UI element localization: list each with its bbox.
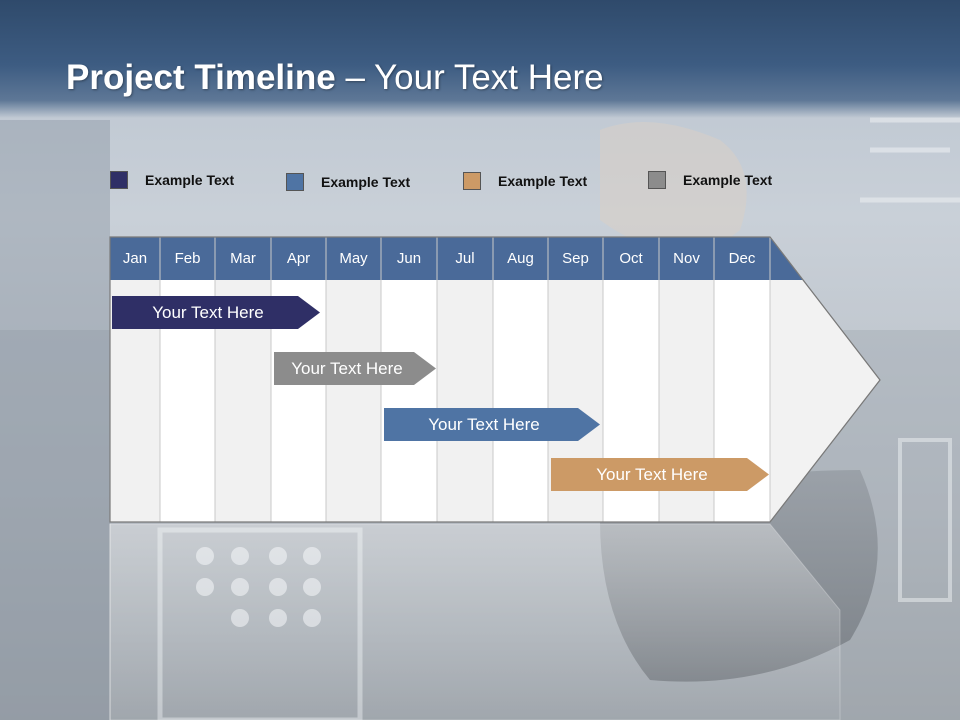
month-label: Sep <box>562 250 589 267</box>
month-label: Mar <box>230 250 256 267</box>
legend-label: Example Text <box>321 174 411 190</box>
task-bar[interactable]: Your Text Here <box>384 408 600 441</box>
legend-item: Example Text <box>110 171 234 189</box>
slide-title: Project Timeline – Your Text Here <box>66 58 604 98</box>
month-label: Jun <box>396 250 422 267</box>
task-bar[interactable]: Your Text Here <box>274 352 436 385</box>
task-label: Your Text Here <box>428 414 540 434</box>
month-label: Dec <box>728 250 756 267</box>
month-label: May <box>339 250 368 267</box>
legend-swatch <box>648 171 666 189</box>
legend-label: Example Text <box>683 172 773 188</box>
legend-item: Example Text <box>463 172 587 190</box>
month-label: Nov <box>673 250 700 267</box>
legend-swatch <box>286 173 304 191</box>
arrow-reflection <box>109 523 841 720</box>
month-label: Aug <box>507 250 534 267</box>
month-column <box>381 280 437 522</box>
legend-swatch <box>463 172 481 190</box>
task-label: Your Text Here <box>291 358 403 378</box>
month-column <box>437 280 493 522</box>
task-label: Your Text Here <box>596 464 708 484</box>
month-label: Jan <box>122 250 148 267</box>
legend-label: Example Text <box>498 173 588 189</box>
month-column <box>326 280 381 522</box>
legend-swatch <box>110 171 128 189</box>
task-bar[interactable]: Your Text Here <box>112 296 320 329</box>
legend-label: Example Text <box>145 172 235 188</box>
month-label: Feb <box>174 250 201 267</box>
legend-item: Example Text <box>648 171 772 189</box>
header-band <box>0 0 960 118</box>
task-bar[interactable]: Your Text Here <box>551 458 769 491</box>
legend-item: Example Text <box>286 173 410 191</box>
month-label: Oct <box>619 250 643 267</box>
task-label: Your Text Here <box>152 302 264 322</box>
title-bold: Project Timeline <box>66 58 336 97</box>
month-header-strip <box>110 237 803 280</box>
month-label: Jul <box>455 250 475 267</box>
title-rest: – Your Text Here <box>335 58 604 97</box>
month-label: Apr <box>286 250 311 267</box>
month-column <box>493 280 548 522</box>
